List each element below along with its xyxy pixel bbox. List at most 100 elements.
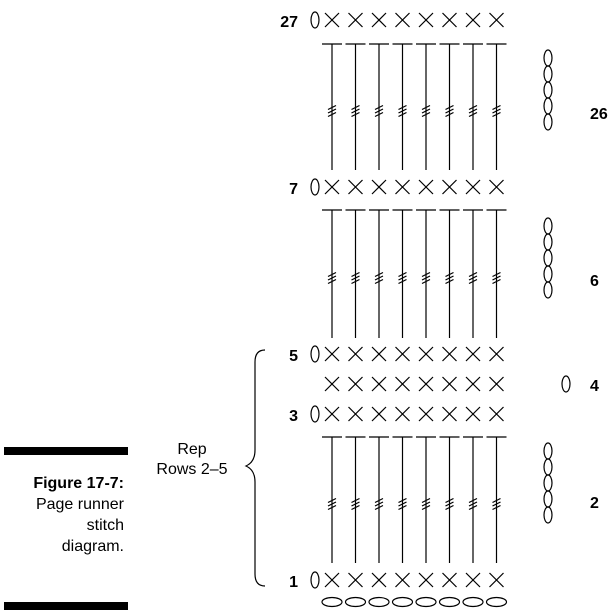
row6-tr-slash-2-2 (351, 275, 360, 281)
foundation-chain-6 (438, 596, 461, 608)
row5-sc-3 (371, 346, 387, 362)
row26-tr-slash-8-3 (492, 111, 501, 118)
row1-sc-7 (465, 572, 481, 588)
row1-sc-4 (395, 572, 410, 588)
row3-sc-3 (371, 406, 387, 422)
row1-starting-chain (310, 571, 320, 589)
row26-turning-ch-2 (543, 65, 553, 83)
row2-tr-slash-4-3 (398, 504, 407, 511)
caption-line-3: diagram. (61, 538, 124, 555)
row26-tr-slash-4-3 (398, 111, 407, 118)
row2-tr-slash-7-3 (468, 504, 478, 511)
row-label-5: 5 (289, 348, 298, 365)
row6-tr-slash-6-2 (445, 275, 454, 281)
row7-sc-5 (418, 179, 434, 195)
row6-tr-slash-5-1 (421, 271, 431, 278)
figure-label: Figure 17-7: (33, 475, 124, 492)
repeat-label-line2: Rows 2–5 (156, 461, 228, 478)
row2-tr-slash-7-1 (468, 497, 478, 504)
row5-sc-4 (395, 346, 410, 362)
row26-tr-slash-3-3 (374, 111, 384, 118)
row5-sc-8 (489, 346, 504, 362)
row27-sc-6 (442, 12, 457, 28)
foundation-chain-1 (321, 596, 343, 608)
row2-tr-slash-6-3 (445, 504, 454, 511)
row6-turning-ch-4 (543, 265, 553, 283)
row2-tr-slash-1-1 (327, 497, 337, 504)
row4-sc-2 (348, 376, 363, 392)
row2-tr-slash-3-3 (374, 504, 384, 511)
row26-tr-slash-5-2 (421, 108, 431, 114)
row6-tr-slash-7-2 (468, 275, 478, 281)
row2-tr-slash-4-1 (398, 497, 407, 504)
foundation-chain-5 (415, 596, 437, 608)
row26-tr-slash-8-2 (492, 108, 501, 114)
row2-turning-ch-2 (543, 458, 553, 476)
row5-sc-2 (348, 346, 363, 362)
row2-tr-slash-8-1 (492, 497, 501, 504)
row26-tr-slash-5-3 (421, 111, 431, 118)
row26-tr-slash-2-1 (351, 104, 360, 111)
caption-line-1: Page runner (35, 496, 124, 513)
row6-tr-slash-6-1 (445, 271, 454, 278)
row2-tr-slash-3-2 (374, 501, 384, 507)
row-label-6: 6 (590, 273, 599, 290)
row6-tr-slash-5-3 (421, 278, 431, 285)
row6-tr-slash-3-2 (374, 275, 384, 281)
row26-tr-slash-2-3 (351, 111, 360, 118)
row26-tr-slash-7-3 (468, 111, 478, 118)
row-label-4: 4 (590, 378, 599, 395)
row7-sc-1 (324, 179, 340, 195)
row26-tr-slash-4-1 (398, 104, 407, 111)
caption-top-rule (4, 447, 128, 455)
row26-turning-ch-3 (543, 81, 553, 99)
row4-sc-4 (395, 376, 410, 392)
row2-tr-slash-2-1 (351, 497, 360, 504)
foundation-chain-4 (391, 596, 414, 608)
row-label-2: 2 (590, 495, 599, 512)
row2-turning-ch-4 (543, 490, 553, 508)
row26-turning-ch-5 (543, 113, 553, 131)
row4-sc-7 (465, 376, 481, 392)
row1-sc-5 (418, 572, 434, 588)
row27-sc-1 (324, 12, 340, 28)
row26-tr-slash-4-2 (398, 108, 407, 114)
repeat-label-line1: Rep (177, 441, 207, 458)
row3-sc-4 (395, 406, 410, 422)
row26-turning-ch-1 (543, 49, 553, 67)
row6-tr-slash-8-3 (492, 278, 501, 285)
foundation-chain-2 (344, 596, 367, 608)
row6-tr-slash-7-3 (468, 278, 478, 285)
row26-tr-slash-6-1 (445, 104, 454, 111)
row4-sc-3 (371, 376, 387, 392)
row2-tr-slash-6-1 (445, 497, 454, 504)
row-label-7: 7 (289, 181, 298, 198)
row2-tr-slash-5-1 (421, 497, 431, 504)
row2-tr-slash-2-2 (351, 501, 360, 507)
row6-tr-slash-6-3 (445, 278, 454, 285)
row26-tr-slash-8-1 (492, 104, 501, 111)
row26-tr-slash-3-2 (374, 108, 384, 114)
row6-turning-ch-3 (543, 249, 553, 267)
row7-sc-2 (348, 179, 363, 195)
row2-tr-slash-2-3 (351, 504, 360, 511)
row2-tr-slash-4-2 (398, 501, 407, 507)
row7-sc-4 (395, 179, 410, 195)
row2-tr-slash-7-2 (468, 501, 478, 507)
row3-sc-7 (465, 406, 481, 422)
row7-sc-8 (489, 179, 504, 195)
row6-tr-slash-4-1 (398, 271, 407, 278)
row4-sc-5 (418, 376, 434, 392)
row2-tr-slash-8-3 (492, 504, 501, 511)
row26-tr-slash-7-1 (468, 104, 478, 111)
foundation-chain-3 (368, 596, 390, 608)
row-label-1: 1 (289, 574, 298, 591)
row26-tr-slash-6-2 (445, 108, 454, 114)
row6-tr-slash-3-1 (374, 271, 384, 278)
caption-bottom-rule (4, 602, 128, 610)
row27-starting-chain (310, 11, 320, 29)
row6-tr-slash-2-1 (351, 271, 360, 278)
row26-tr-slash-2-2 (351, 108, 360, 114)
row26-tr-slash-1-3 (327, 111, 337, 118)
row6-turning-ch-5 (543, 281, 553, 299)
